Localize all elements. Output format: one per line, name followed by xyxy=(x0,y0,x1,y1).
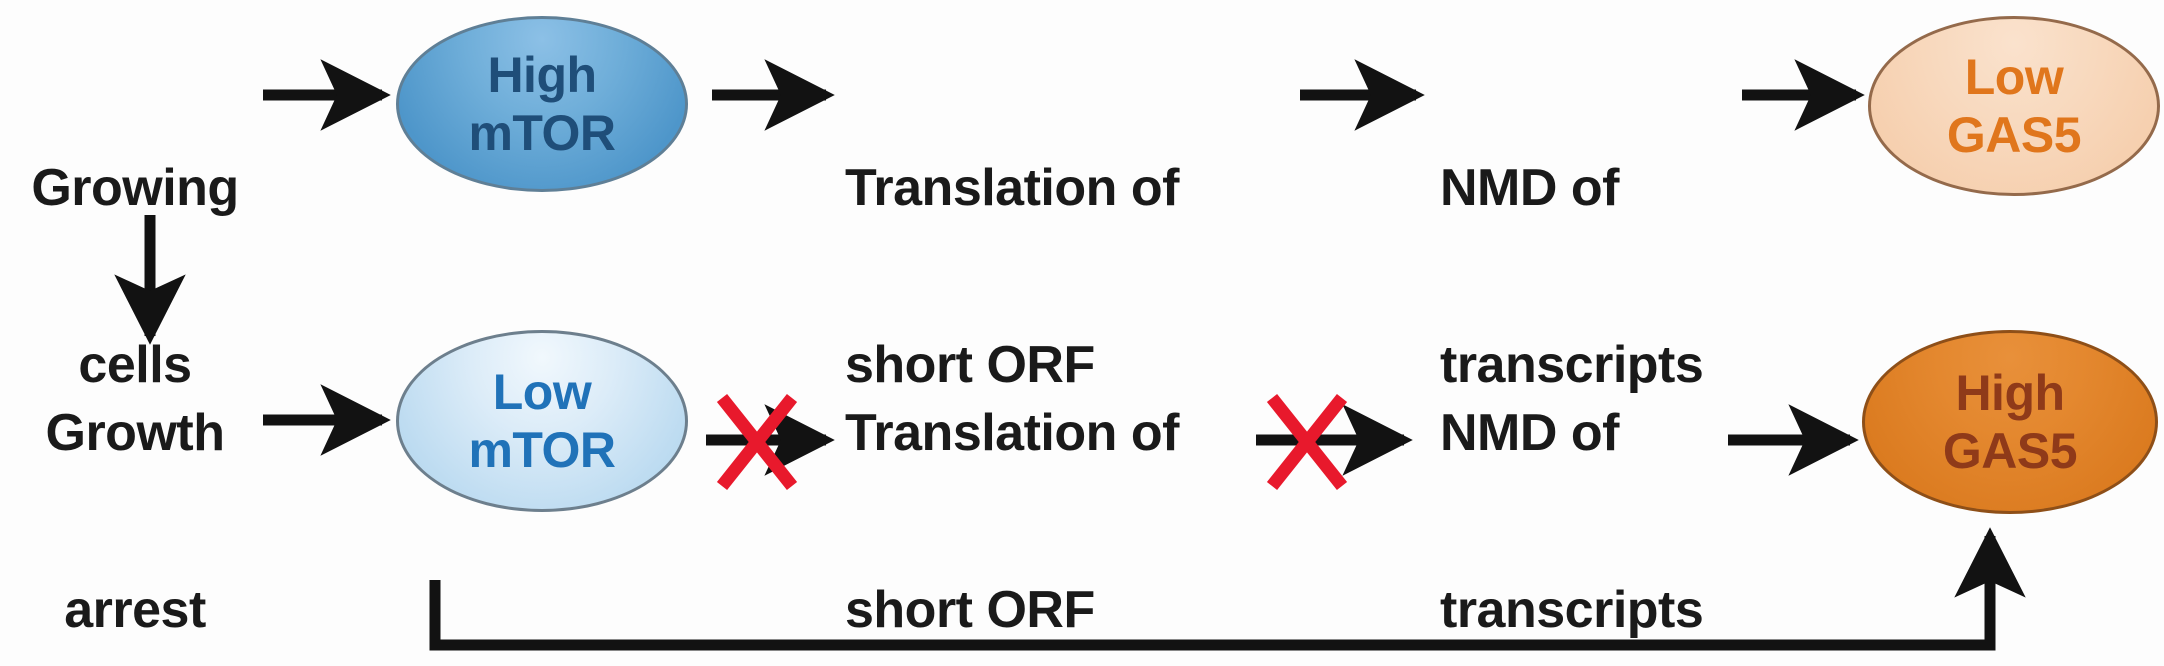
node-nmd-top-line1: NMD of xyxy=(1440,158,1619,217)
node-translation-bottom-line1: Translation of xyxy=(845,403,1179,462)
node-nmd-top: NMD of transcripts xyxy=(1440,40,1770,514)
node-high-gas5-ellipse: High GAS5 xyxy=(1862,330,2158,514)
node-growth-arrest: Growth arrest xyxy=(10,285,260,666)
node-high-gas5-line2: GAS5 xyxy=(1942,423,2078,479)
node-translation-top-line2: short ORF xyxy=(845,336,1095,395)
node-nmd-top-line2: transcripts xyxy=(1440,336,1704,395)
node-translation-bottom-line2: short ORF xyxy=(845,581,1095,640)
red-x-icon-block-nmd xyxy=(1266,393,1348,491)
node-low-gas5-line1: Low xyxy=(1964,49,2064,105)
node-high-gas5-line1: High xyxy=(1955,365,2065,421)
node-low-mtor-ellipse: Low mTOR xyxy=(396,330,688,512)
node-low-mtor-line1: Low xyxy=(492,364,592,420)
node-high-mtor-line1: High xyxy=(487,47,597,103)
node-growing-cells-line2: cells xyxy=(78,336,192,395)
node-nmd-bottom-line1: NMD of xyxy=(1440,403,1619,462)
node-nmd-bottom: NMD of transcripts xyxy=(1440,285,1770,666)
node-low-gas5-ellipse: Low GAS5 xyxy=(1868,16,2160,196)
node-growth-arrest-line2: arrest xyxy=(64,581,206,640)
node-high-mtor-ellipse: High mTOR xyxy=(396,16,688,192)
red-x-icon-block-translation xyxy=(716,393,798,491)
arrow-low-mtor-feedback-to-high-gas5 xyxy=(429,527,2026,651)
node-low-mtor-line2: mTOR xyxy=(468,422,616,478)
node-translation-top-line1: Translation of xyxy=(845,158,1179,217)
node-translation-bottom: Translation of short ORF xyxy=(845,285,1235,666)
node-growing-cells-line1: Growing xyxy=(31,158,239,217)
node-nmd-bottom-line2: transcripts xyxy=(1440,581,1704,640)
node-growing-cells: Growing cells xyxy=(10,40,260,514)
node-high-mtor-line2: mTOR xyxy=(468,105,616,161)
node-translation-top: Translation of short ORF xyxy=(845,40,1235,514)
node-low-gas5-line2: GAS5 xyxy=(1946,107,2082,163)
node-growth-arrest-line1: Growth xyxy=(45,403,225,462)
